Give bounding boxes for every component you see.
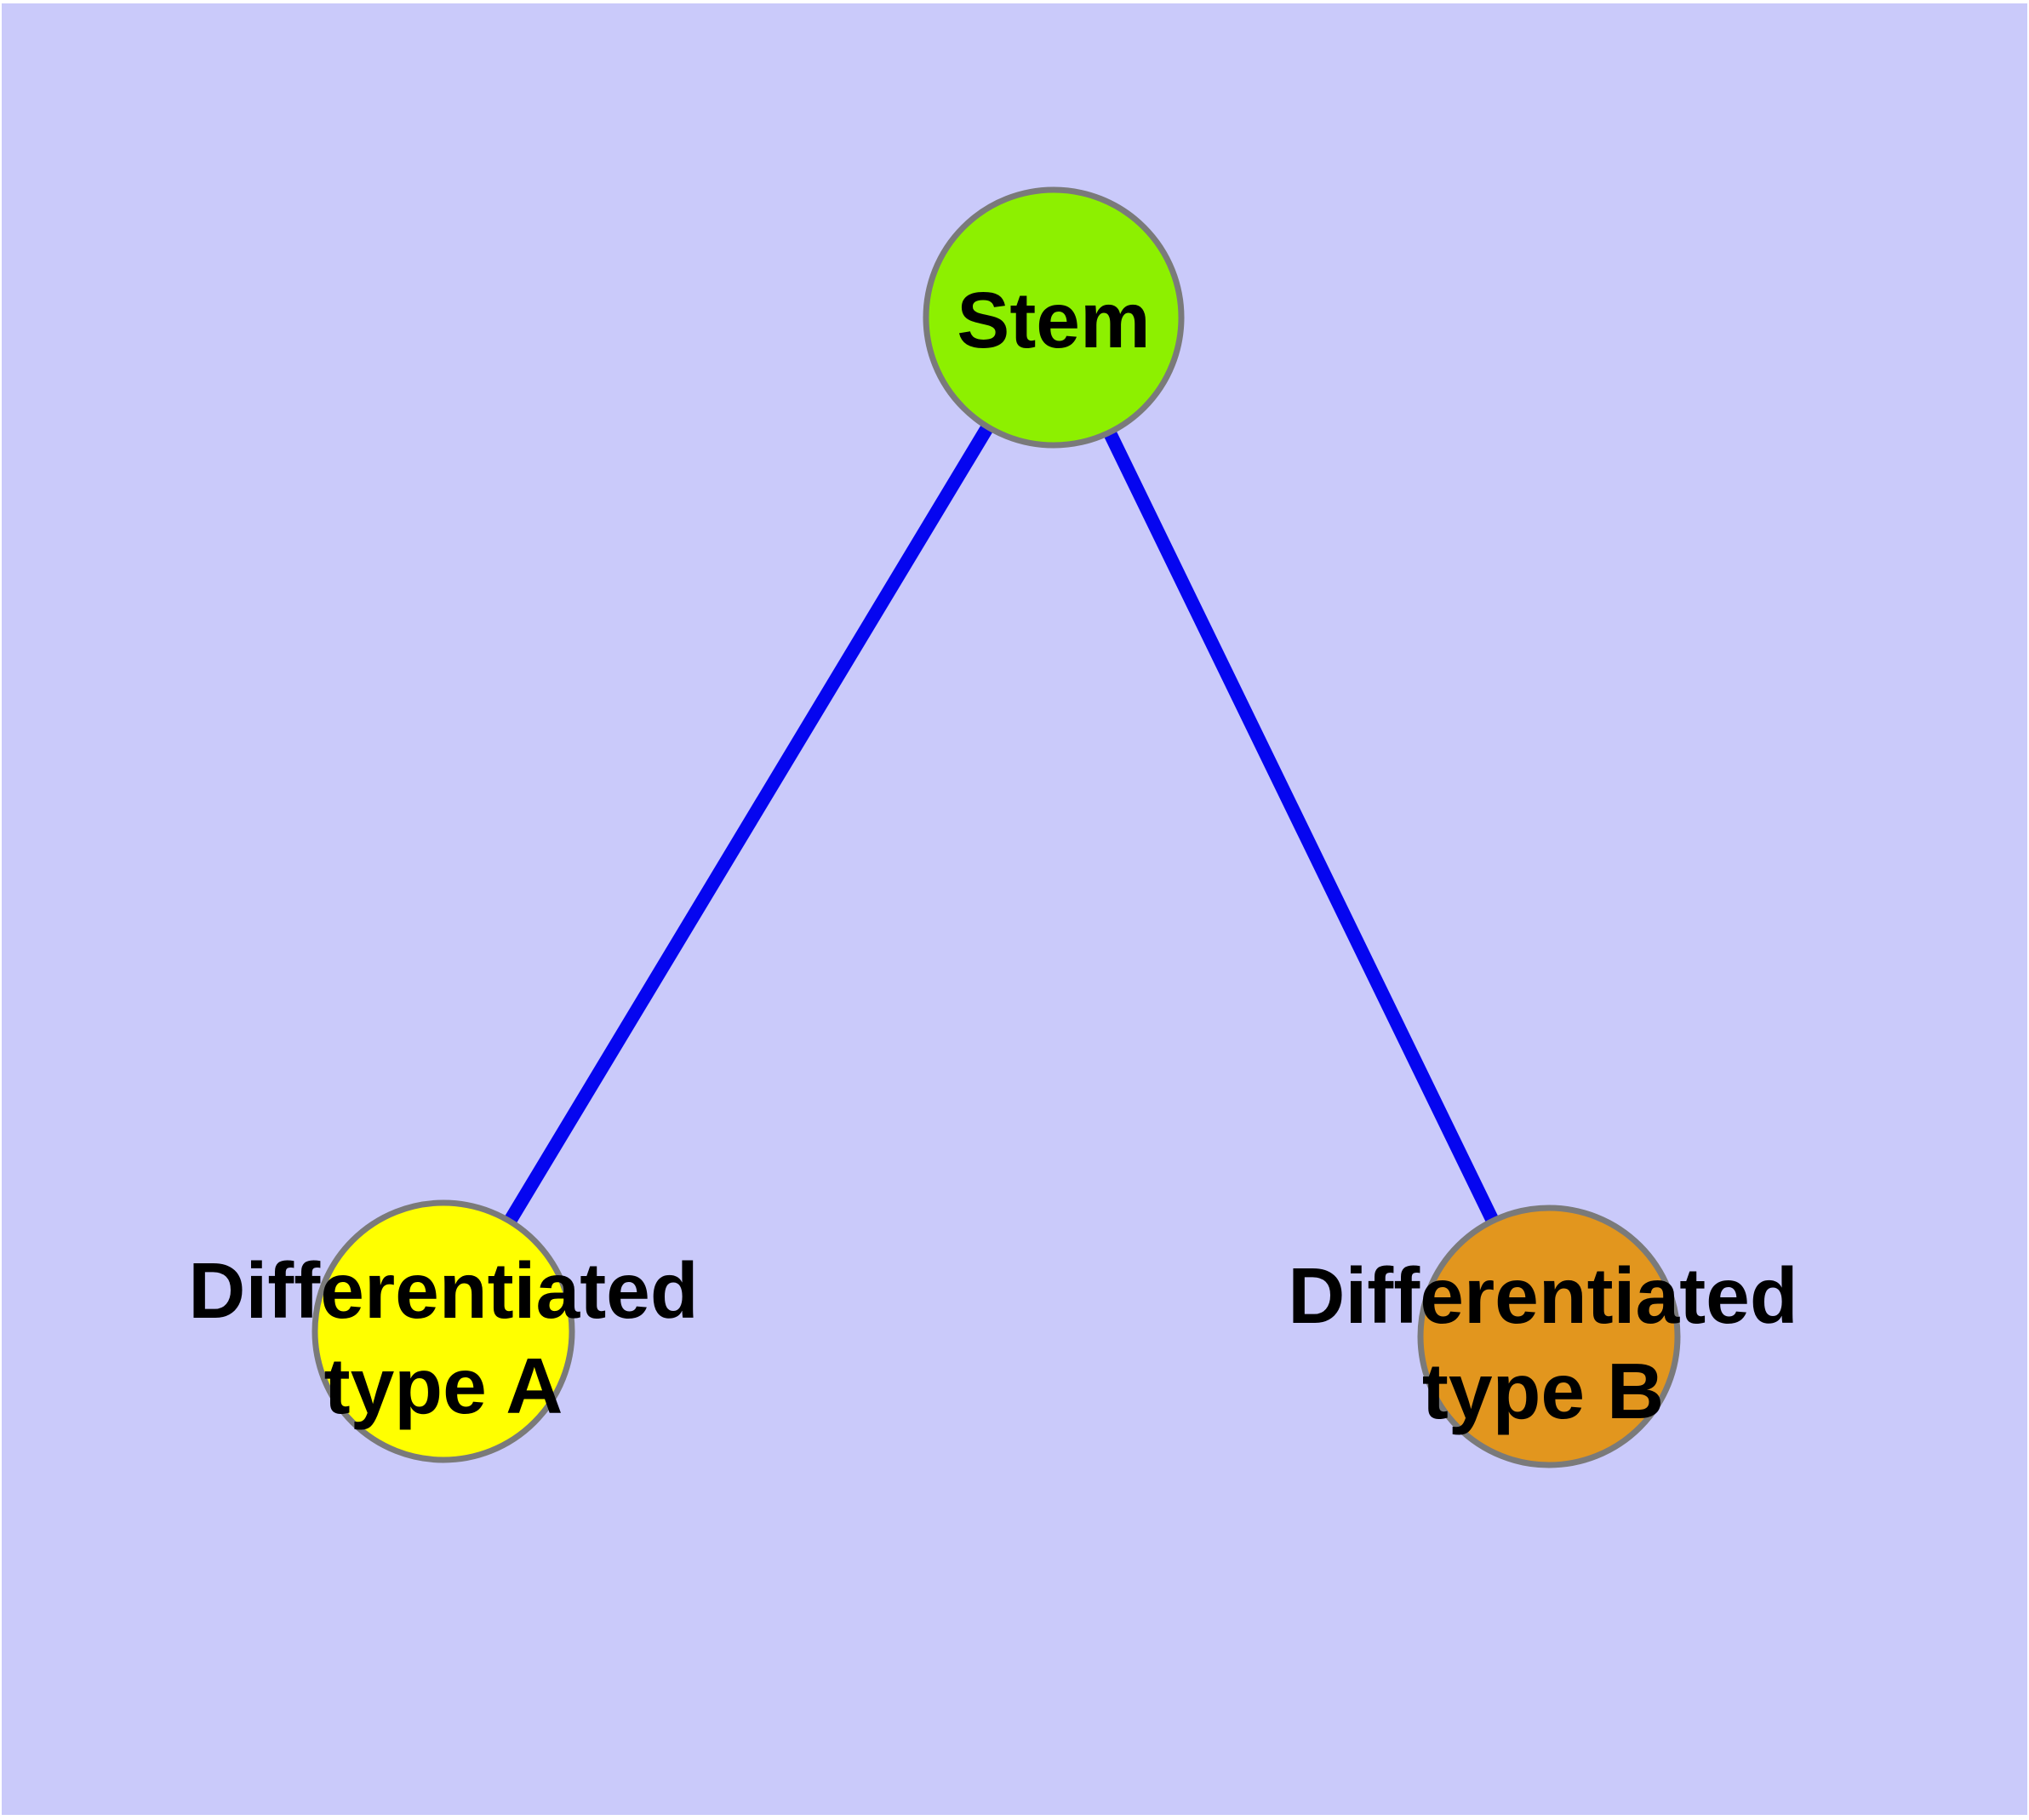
node-type-a-label-line1: Differentiated <box>188 1246 699 1335</box>
edge-stem-to-type-b <box>1047 314 1556 1340</box>
node-stem-label: Stem <box>957 276 1151 364</box>
node-type-b-label-line2: type B <box>1421 1347 1665 1435</box>
node-type-a-label: Differentiated type A <box>188 1243 698 1434</box>
node-type-a-circle <box>311 1199 575 1463</box>
node-type-b-circle <box>1417 1205 1681 1468</box>
node-type-b-label-line1: Differentiated <box>1288 1251 1798 1340</box>
node-type-b-label: Differentiated type B <box>1288 1248 1798 1439</box>
node-stem-circle <box>923 186 1185 449</box>
edge-stem-to-type-a <box>437 313 1060 1336</box>
node-type-a-label-line2: type A <box>323 1342 563 1430</box>
